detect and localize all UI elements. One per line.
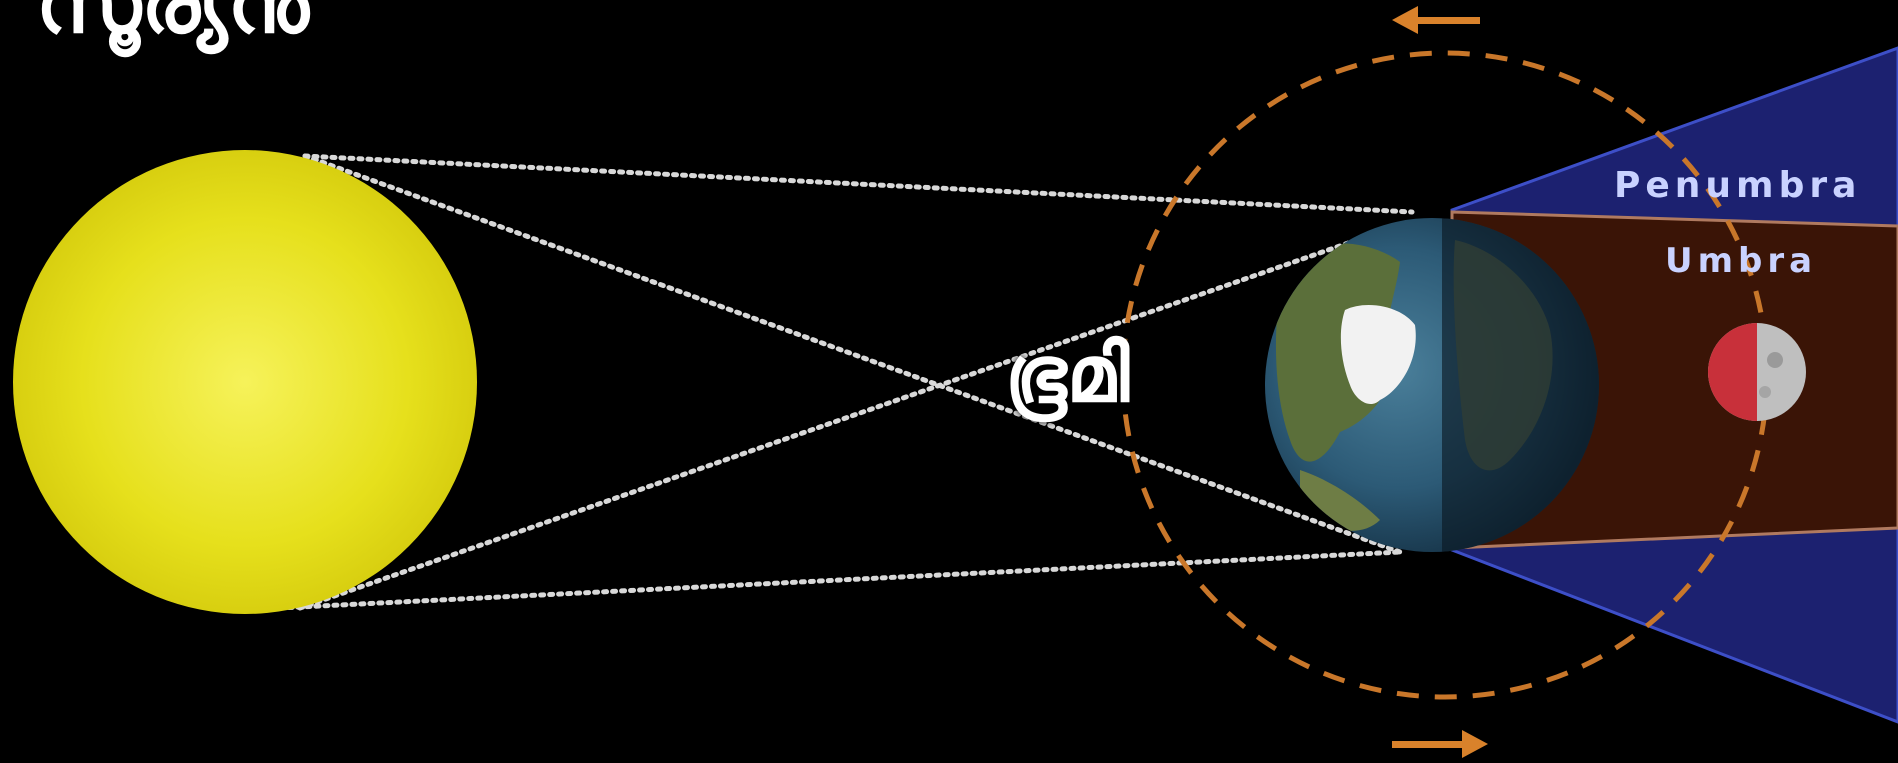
outer-tangent-top <box>305 156 1412 212</box>
sun <box>13 150 477 614</box>
arrow-left-icon <box>1392 6 1480 34</box>
sun-label: സൂര്യൻ <box>36 0 309 46</box>
earth-label: ഭൂമി <box>1005 336 1130 414</box>
penumbra-label: Penumbra <box>1614 168 1861 204</box>
umbra-label: Umbra <box>1665 244 1817 278</box>
outer-tangent-bottom <box>280 552 1400 608</box>
arrow-right-icon <box>1392 730 1488 758</box>
